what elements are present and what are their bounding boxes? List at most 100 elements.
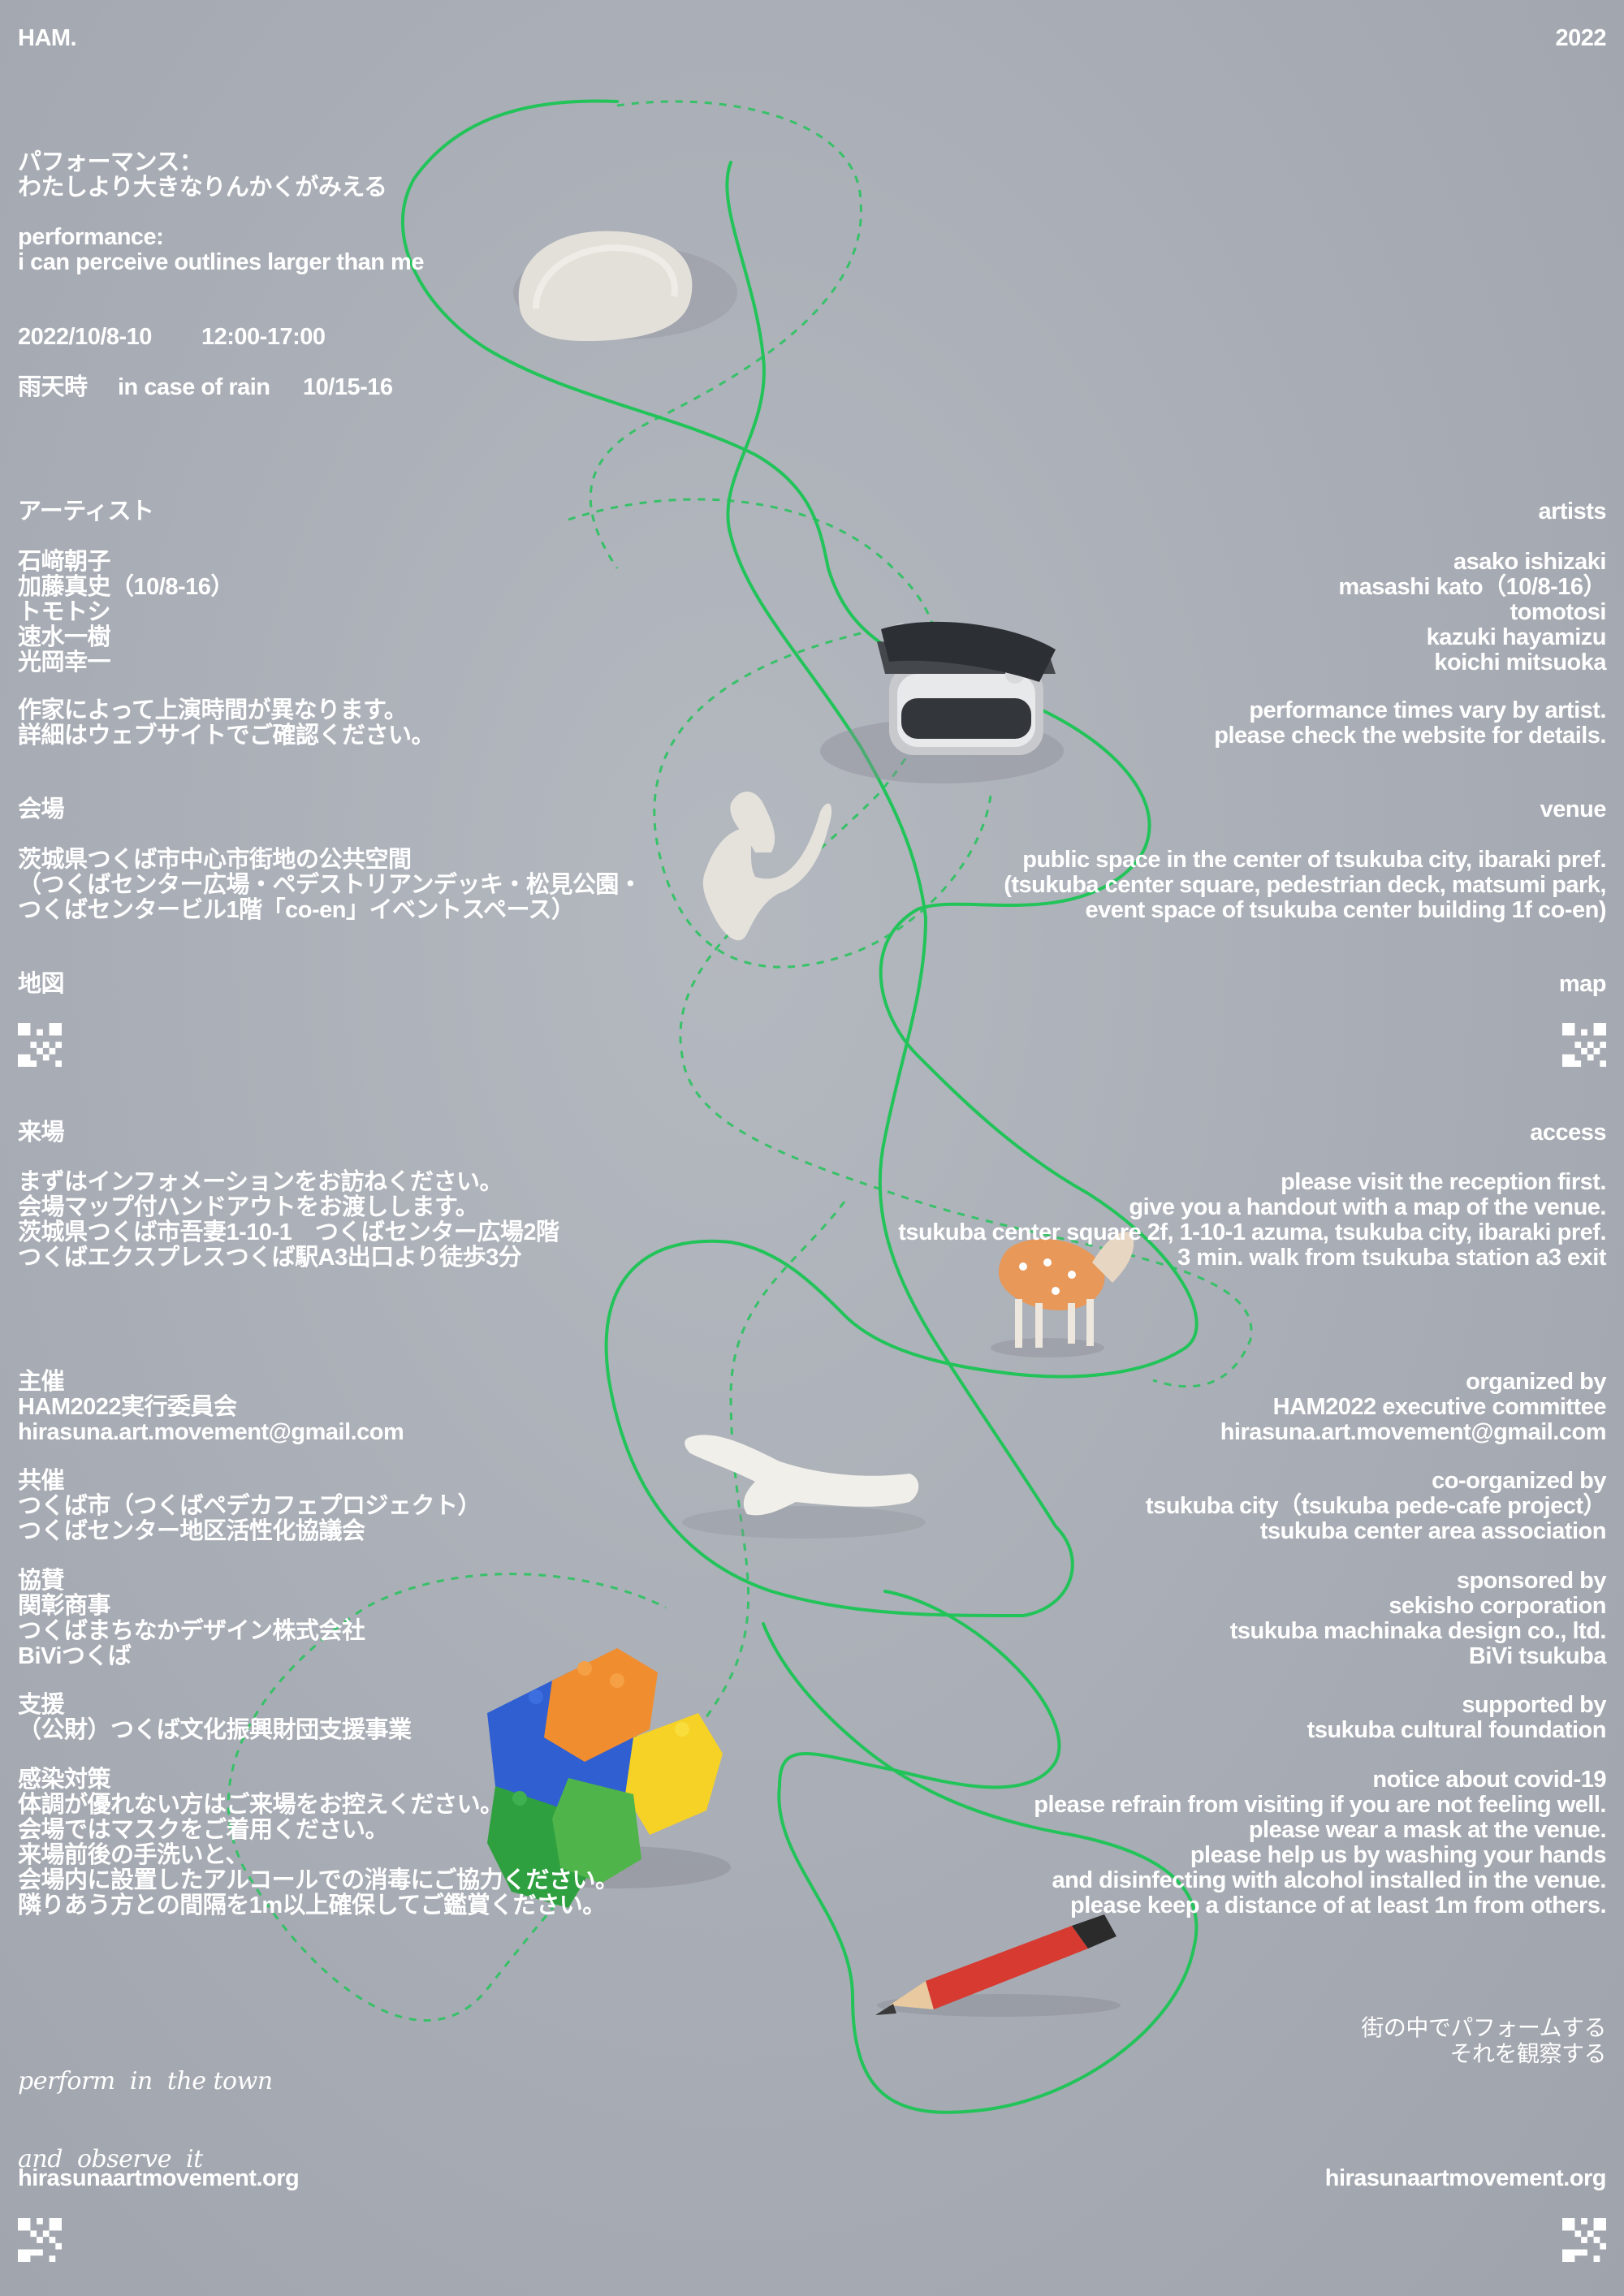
artist-name: tomotosi xyxy=(1510,599,1607,625)
covid-line: please refrain from visiting if you are … xyxy=(1034,1792,1606,1818)
website-link-left[interactable]: hirasunaartmovement.org xyxy=(18,2165,300,2191)
access-heading-jp: 来場 xyxy=(18,1120,65,1146)
coorganizer-line: つくば市（つくばペデカフェプロジェクト） xyxy=(18,1493,482,1519)
sponsor-line: BiViつくば xyxy=(18,1643,132,1669)
title-jp-line: わたしより大きなりんかくがみえる xyxy=(18,175,387,201)
green-line-lower xyxy=(762,1590,1199,2114)
website-link-right[interactable]: hirasunaartmovement.org xyxy=(1324,2165,1607,2191)
coorganizer-line: tsukuba city（tsukuba pede-cafe project） xyxy=(1145,1493,1607,1519)
covid-line: 会場内に設置したアルコールでの消毒にご協力ください。 xyxy=(18,1867,619,1893)
sponsor-line: tsukuba machinaka design co., ltd. xyxy=(1229,1618,1607,1644)
organizer-heading: 主催 xyxy=(18,1369,65,1395)
dashed-loop-bottom xyxy=(227,1201,846,2022)
organizer-email[interactable]: hirasuna.art.movement@gmail.com xyxy=(1220,1419,1607,1445)
support-line: （公財）つくば文化振興財団支援事業 xyxy=(18,1717,412,1743)
artist-name: kazuki hayamizu xyxy=(1426,624,1607,650)
artist-name: 加藤真史（10/8-16） xyxy=(18,574,234,600)
artists-heading-en: artists xyxy=(1538,498,1606,524)
sponsor-line: 関彰商事 xyxy=(18,1593,111,1619)
access-line: 会場マップ付ハンドアウトをお渡しします。 xyxy=(18,1194,479,1220)
covid-line: please help us by washing your hands xyxy=(1190,1842,1607,1868)
artists-note-en: performance times vary by artist. please… xyxy=(1214,698,1606,749)
covid-heading: 感染対策 xyxy=(18,1767,111,1793)
dashed-lines xyxy=(227,100,1253,2022)
venue-line: つくばセンタービル1階「co-en」イベントスペース） xyxy=(18,897,575,923)
title-jp: パフォーマンス： わたしより大きなりんかくがみえる xyxy=(18,150,387,201)
loupe-object xyxy=(820,621,1064,783)
tagline-en: perform in the town and observe it xyxy=(18,2017,273,2225)
coorganizer-heading: 共催 xyxy=(18,1468,65,1494)
covid-line: please keep a distance of at least 1m fr… xyxy=(1070,1892,1606,1918)
artist-name: masashi kato（10/8-16） xyxy=(1338,574,1606,600)
access-line: つくばエクスプレスつくば駅A3出口より徒歩3分 xyxy=(18,1245,522,1271)
rain-label-jp: 雨天時 xyxy=(18,374,88,400)
title-jp-line: パフォーマンス： xyxy=(18,149,203,175)
green-line xyxy=(400,99,1199,1618)
coorganizer-en: co-organized by tsukuba city（tsukuba ped… xyxy=(1145,1468,1607,1544)
tagline-jp: 街の中でパフォームする それを観察する xyxy=(1361,2015,1606,2067)
access-line: please visit the reception first. xyxy=(1281,1169,1606,1195)
artist-name: asako ishizaki xyxy=(1453,549,1607,575)
covid-heading: notice about covid-19 xyxy=(1372,1767,1606,1793)
organizer-line: HAM2022実行委員会 xyxy=(18,1394,237,1420)
website-qr-code-right[interactable] xyxy=(1562,2218,1606,2262)
artist-name: koichi mitsuoka xyxy=(1434,650,1606,675)
covid-notice-en: notice about covid-19 please refrain fro… xyxy=(1034,1767,1606,1918)
artists-note-jp: 作家によって上演時間が異なります。 詳細はウェブサイトでご確認ください。 xyxy=(18,697,435,749)
sponsor-heading: sponsored by xyxy=(1456,1568,1607,1594)
venue-line: 茨城県つくば市中心市街地の公共空間 xyxy=(18,847,412,873)
artist-name: 石﨑朝子 xyxy=(18,549,111,575)
tagline-line: それを観察する xyxy=(1449,2040,1606,2067)
tagline-line: and observe it xyxy=(18,2145,203,2173)
support-line: tsukuba cultural foundation xyxy=(1307,1717,1607,1743)
note-line: 詳細はウェブサイトでご確認ください。 xyxy=(18,723,435,749)
organizer-heading: organized by xyxy=(1466,1369,1606,1395)
support-en: supported by tsukuba cultural foundation xyxy=(1307,1693,1607,1743)
stone-object xyxy=(513,231,737,341)
blocks-object xyxy=(487,1648,731,1908)
note-line: 作家によって上演時間が異なります。 xyxy=(18,697,408,723)
venue-line: event space of tsukuba center building 1… xyxy=(1085,897,1606,923)
map-qr-code-left[interactable] xyxy=(18,1023,62,1067)
pencil-object xyxy=(875,1914,1121,2017)
rain-label-en: in case of rain xyxy=(118,374,270,400)
artist-name: 光岡幸一 xyxy=(18,650,111,675)
covid-line: 体調が優れない方はご来場をお控えください。 xyxy=(18,1792,503,1818)
covid-line: 来場前後の手洗いと、 xyxy=(18,1842,248,1868)
organizer-line: HAM2022 executive committee xyxy=(1272,1394,1607,1420)
support-jp: 支援 （公財）つくば文化振興財団支援事業 xyxy=(18,1693,412,1743)
covid-line: please wear a mask at the venue. xyxy=(1248,1817,1607,1843)
coorganizer-jp: 共催 つくば市（つくばペデカフェプロジェクト） つくばセンター地区活性化協議会 xyxy=(18,1468,482,1544)
artists-list-en: asako ishizaki masashi kato（10/8-16） tom… xyxy=(1338,550,1606,675)
access-text-en: please visit the reception first. give y… xyxy=(898,1170,1606,1271)
map-heading-en: map xyxy=(1558,971,1607,997)
access-line: まずはインフォメーションをお訪ねください。 xyxy=(18,1169,503,1195)
venue-text-en: public space in the center of tsukuba ci… xyxy=(1004,848,1606,923)
coorganizer-heading: co-organized by xyxy=(1432,1468,1606,1494)
deer-object xyxy=(991,1232,1134,1357)
coral-object xyxy=(702,792,832,941)
access-line: tsukuba center square 2f, 1-10-1 azuma, … xyxy=(898,1219,1606,1245)
artists-list-jp: 石﨑朝子 加藤真史（10/8-16） トモトシ 速水一樹 光岡幸一 xyxy=(18,550,234,675)
twig-object xyxy=(682,1435,926,1539)
venue-line: （つくばセンター広場・ペデストリアンデッキ・松見公園・ xyxy=(18,872,642,898)
support-heading: 支援 xyxy=(18,1692,65,1718)
sponsor-jp: 協賛 関彰商事 つくばまちなかデザイン株式会社 BiViつくば xyxy=(18,1569,365,1669)
schedule-time: 12:00-17:00 xyxy=(201,324,326,350)
venue-line: (tsukuba center square, pedestrian deck,… xyxy=(1004,872,1606,898)
website-qr-code-left[interactable] xyxy=(18,2218,62,2262)
access-line: 茨城県つくば市吾妻1-10-1 つくばセンター広場2階 xyxy=(18,1219,559,1245)
rain-dates: 10/15-16 xyxy=(303,374,393,400)
organizer-email[interactable]: hirasuna.art.movement@gmail.com xyxy=(18,1419,404,1445)
title-en-line: i can perceive outlines larger than me xyxy=(18,249,424,275)
covid-notice-jp: 感染対策 体調が優れない方はご来場をお控えください。 会場ではマスクをご着用くだ… xyxy=(18,1767,619,1918)
venue-heading-jp: 会場 xyxy=(18,796,65,822)
access-line: give you a handout with a map of the ven… xyxy=(1129,1194,1606,1220)
covid-line: and disinfecting with alcohol installed … xyxy=(1052,1867,1607,1893)
artists-heading-jp: アーティスト xyxy=(18,498,154,524)
map-qr-code-right[interactable] xyxy=(1562,1023,1606,1067)
artist-name: トモトシ xyxy=(18,599,111,625)
venue-line: public space in the center of tsukuba ci… xyxy=(1022,847,1606,873)
sponsor-en: sponsored by sekisho corporation tsukuba… xyxy=(1229,1568,1607,1669)
